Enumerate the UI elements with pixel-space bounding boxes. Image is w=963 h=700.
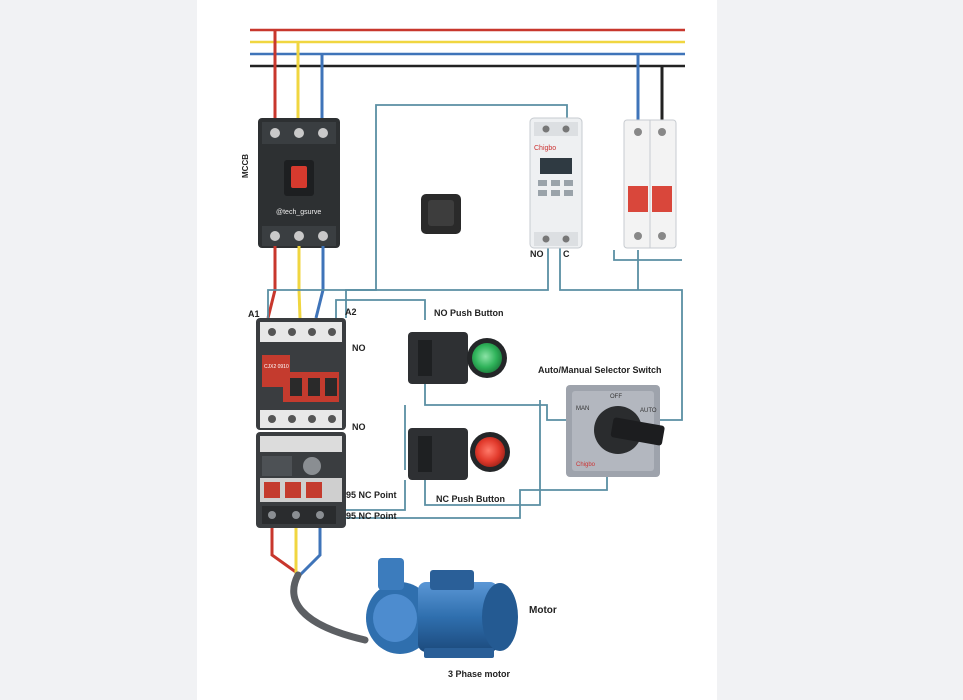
a1-label: A1 <box>248 309 260 319</box>
mccb-breaker <box>258 118 340 248</box>
selector-auto: AUTO <box>640 408 657 414</box>
contactor-model-text: CJX2 0910 <box>264 364 289 370</box>
motor-wires <box>270 528 322 577</box>
no-push-button-label: NO Push Button <box>434 308 504 318</box>
timer-c-label: C <box>563 249 570 259</box>
no-bottom-label: NO <box>352 422 366 432</box>
nc-push-button <box>408 428 510 480</box>
mcb-breaker <box>623 119 677 249</box>
nc95-label-a: 95 NC Point <box>346 490 397 500</box>
selector-brand: Chigbo <box>576 462 596 468</box>
mccb-toggle <box>291 166 307 188</box>
digital-timer <box>529 117 583 249</box>
terminal-block <box>421 194 461 234</box>
nc95-label-b: 95 NC Point <box>346 511 397 521</box>
timer-brand: Chigbo <box>534 145 556 152</box>
bus-bars <box>250 28 685 68</box>
timer-no-label: NO <box>530 249 544 259</box>
contactor <box>256 318 346 430</box>
motor-cable <box>290 571 369 644</box>
mccb-label: MCCB <box>241 154 250 178</box>
selector-switch-label: Auto/Manual Selector Switch <box>538 365 662 375</box>
a2-label: A2 <box>345 307 357 317</box>
selector-switch <box>566 385 665 477</box>
nc-push-button-label: NC Push Button <box>436 494 505 504</box>
mccb-watermark: @tech_gsurve <box>276 209 321 216</box>
three-phase-motor <box>366 558 518 658</box>
power-drops <box>273 30 664 125</box>
mccb-to-contactor-wires <box>266 246 325 319</box>
no-top-label: NO <box>352 343 366 353</box>
motor-label: Motor <box>529 605 557 616</box>
selector-man: MAN <box>576 406 589 412</box>
no-push-button <box>408 332 507 384</box>
motor-caption: 3 Phase motor <box>448 669 511 679</box>
overload-relay <box>256 432 346 528</box>
selector-off: OFF <box>610 394 622 400</box>
